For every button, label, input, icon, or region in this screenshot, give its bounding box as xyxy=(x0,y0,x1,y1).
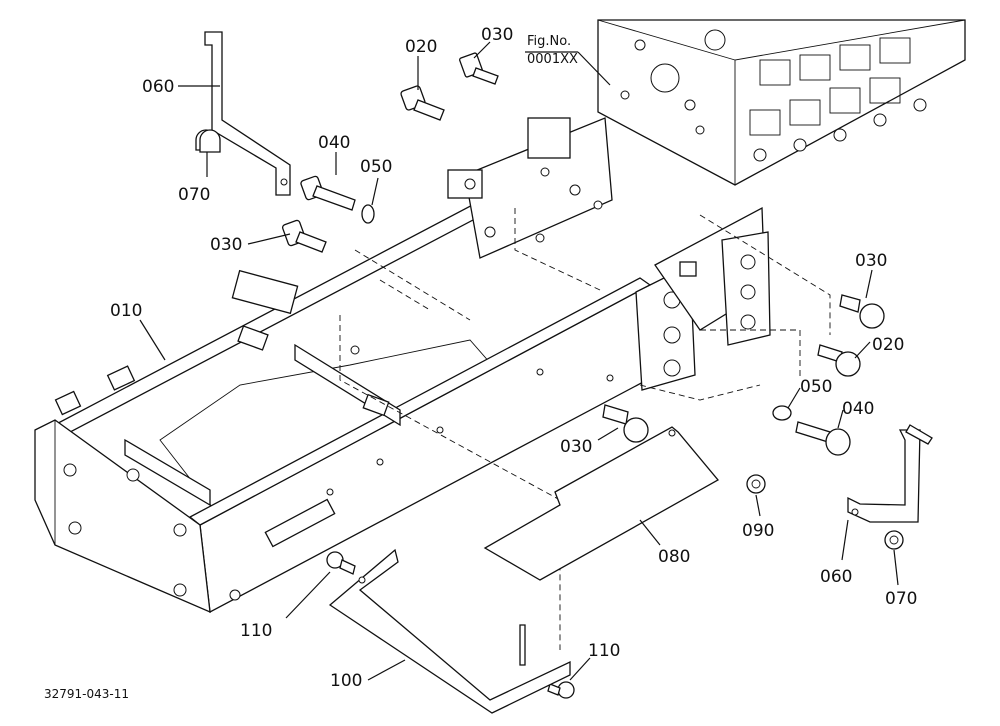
callout-070-right: 070 xyxy=(885,589,917,609)
bolt-030-right xyxy=(839,294,885,329)
bolt-110-left xyxy=(326,551,356,575)
bolt-070-right xyxy=(884,530,904,550)
engine-block xyxy=(597,19,966,186)
callout-010: 010 xyxy=(110,301,142,321)
bolt-020-top xyxy=(400,85,445,121)
callout-060-right: 060 xyxy=(820,567,852,587)
fig-no-value: 0001XX xyxy=(527,52,578,67)
cover-plate-100 xyxy=(328,548,571,714)
bolt-030-top xyxy=(459,52,499,85)
callout-020-right: 020 xyxy=(872,335,904,355)
cover-plate-080 xyxy=(483,426,719,581)
callout-040-right: 040 xyxy=(842,399,874,419)
bracket-060-left xyxy=(195,31,291,196)
callout-110-left: 110 xyxy=(240,621,272,641)
callout-labels: 060 070 040 050 030 020 030 Fig.No. 0001… xyxy=(44,25,917,701)
fasteners xyxy=(199,52,904,699)
bolt-110-bottom xyxy=(547,681,575,699)
drawing-code: 32791-043-11 xyxy=(44,687,129,701)
bolt-030-center xyxy=(602,404,649,443)
assembly-guide-lines xyxy=(339,208,831,650)
callout-030-right: 030 xyxy=(855,251,887,271)
callout-040-top: 040 xyxy=(318,133,350,153)
bolt-020-right xyxy=(817,344,861,377)
bolt-040-top xyxy=(300,175,356,211)
washer-050-top xyxy=(361,204,375,224)
callout-100: 100 xyxy=(330,671,362,691)
callout-060-left: 060 xyxy=(142,77,174,97)
bolt-040-right xyxy=(795,421,851,456)
washer-050-right xyxy=(772,405,792,421)
callout-110-bottom: 110 xyxy=(588,641,620,661)
callout-020-top: 020 xyxy=(405,37,437,57)
fig-no-label: Fig.No. xyxy=(527,34,571,49)
bracket-060-right xyxy=(847,424,933,523)
callout-080: 080 xyxy=(658,547,690,567)
callout-070-left: 070 xyxy=(178,185,210,205)
callout-030-top: 030 xyxy=(481,25,513,45)
bolt-030-left xyxy=(281,219,327,253)
callout-050-right: 050 xyxy=(800,377,832,397)
callout-050-top: 050 xyxy=(360,157,392,177)
bolt-090 xyxy=(746,474,766,494)
main-frame xyxy=(34,117,771,614)
callout-090: 090 xyxy=(742,521,774,541)
leader-lines xyxy=(139,41,899,681)
bolt-070-left xyxy=(199,129,221,153)
callout-030-center: 030 xyxy=(560,437,592,457)
callout-030-left: 030 xyxy=(210,235,242,255)
